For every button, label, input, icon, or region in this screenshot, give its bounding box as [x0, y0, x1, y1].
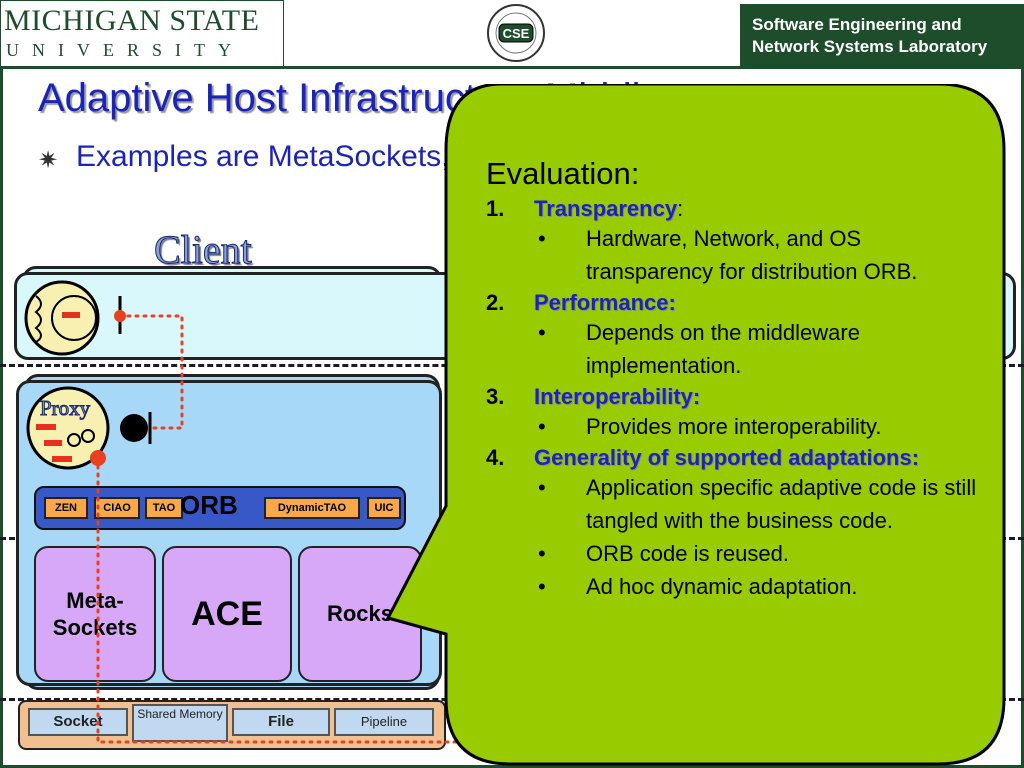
orb-chip-dynamictao: DynamicTAO — [264, 497, 360, 519]
evaluation-bullet: • Application specific adaptive code is … — [486, 471, 986, 537]
bullet-dot-icon: • — [538, 414, 546, 439]
cse-seal-icon: CSE — [487, 4, 545, 62]
component-metasockets-label: Meta-Sockets — [52, 588, 138, 640]
bullet-text: Application specific adaptive code is st… — [586, 475, 977, 533]
orb-label: ORB — [180, 490, 238, 520]
evaluation-bullet: • Depends on the middleware implementati… — [486, 316, 986, 382]
evaluation-bullet: • ORB code is reused. — [486, 537, 986, 570]
component-metasockets: Meta-Sockets — [34, 546, 156, 682]
evaluation-item-generality: 4. Generality of supported adaptations: — [486, 445, 986, 471]
item-number: 3. — [486, 384, 505, 409]
evaluation-item-performance: 2. Performance: — [486, 290, 986, 316]
item-number: 1. — [486, 196, 505, 221]
lab-banner-line2: Network Systems Laboratory — [752, 37, 988, 56]
orb-chip-tao: TAO — [145, 497, 183, 519]
component-ace-label: ACE — [191, 594, 263, 633]
bullet-text: Hardware, Network, and OS transparency f… — [586, 226, 918, 284]
item-heading: Generality of supported adaptations: — [534, 445, 920, 470]
evaluation-title: Evaluation: — [486, 156, 640, 191]
lab-banner: Software Engineering and Network Systems… — [740, 4, 1024, 66]
bullet-dot-icon: • — [538, 475, 546, 500]
lab-banner-line1: Software Engineering and — [752, 15, 962, 34]
bullet-dot-icon: • — [538, 541, 546, 566]
bullet-text: Provides more interoperability. — [586, 414, 882, 439]
evaluation-callout-bubble — [385, 84, 1006, 766]
bullet-star-icon: ✷ — [38, 147, 59, 174]
orb-chip-ciao: CIAO — [94, 497, 140, 519]
bullet-dot-icon: • — [538, 574, 546, 599]
item-heading: Interoperability: — [534, 384, 701, 409]
item-heading: Transparency — [534, 196, 678, 221]
evaluation-content: Evaluation: 1. Transparency: • Hardware,… — [486, 156, 986, 603]
evaluation-bullet: • Hardware, Network, and OS transparency… — [486, 222, 986, 288]
evaluation-bullet: • Provides more interoperability. — [486, 410, 986, 443]
evaluation-bullet: • Ad hoc dynamic adaptation. — [486, 570, 986, 603]
os-service-file: File — [232, 708, 330, 736]
component-ace: ACE — [162, 546, 292, 682]
bullet-text: Depends on the middleware implementation… — [586, 320, 860, 378]
item-heading-suffix: : — [677, 196, 684, 221]
orb-chip-zen: ZEN — [44, 497, 88, 519]
slide-frame — [0, 66, 1024, 768]
proxy-label: Proxy — [39, 396, 91, 421]
msu-logo: MICHIGAN STATE UNIVERSITY — [0, 0, 284, 68]
item-heading: Performance: — [534, 290, 676, 315]
item-number: 4. — [486, 445, 505, 470]
bullet-dot-icon: • — [538, 320, 546, 345]
bullet-text: ORB code is reused. — [586, 541, 789, 566]
item-number: 2. — [486, 290, 505, 315]
evaluation-item-interoperability: 3. Interoperability: — [486, 384, 986, 410]
bullet-dot-icon: • — [538, 226, 546, 251]
os-service-shared-memory: Shared Memory — [132, 704, 228, 742]
bullet-text: Ad hoc dynamic adaptation. — [586, 574, 858, 599]
evaluation-item-transparency: 1. Transparency: — [486, 196, 986, 222]
client-label: Client — [154, 227, 253, 273]
os-service-socket: Socket — [28, 708, 128, 736]
svg-text:CSE: CSE — [503, 26, 530, 41]
msu-logo-line1: MICHIGAN STATE — [4, 4, 260, 37]
msu-logo-line2: UNIVERSITY — [6, 40, 244, 60]
